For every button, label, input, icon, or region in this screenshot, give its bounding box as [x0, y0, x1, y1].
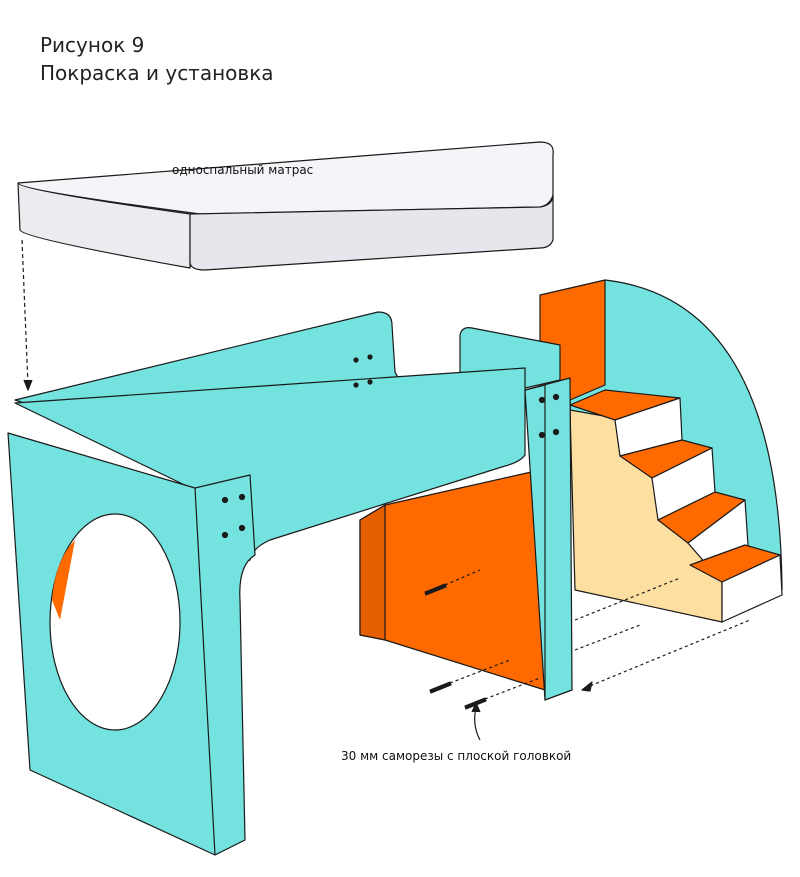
stair-unit — [539, 279, 783, 623]
screw-pointer — [474, 707, 481, 741]
figure-title: Покраска и установка — [40, 61, 274, 85]
figure-number: Рисунок 9 — [40, 33, 145, 57]
screw-guides — [444, 569, 751, 700]
mattress-arrow — [21, 239, 29, 386]
mattress-label: односпальный матрас — [172, 163, 314, 177]
screws — [221, 354, 560, 710]
porthole — [49, 513, 181, 731]
mattress — [17, 141, 554, 271]
screws-label: 30 мм саморезы с плоской головкой — [341, 749, 572, 763]
right-leg — [524, 377, 573, 701]
